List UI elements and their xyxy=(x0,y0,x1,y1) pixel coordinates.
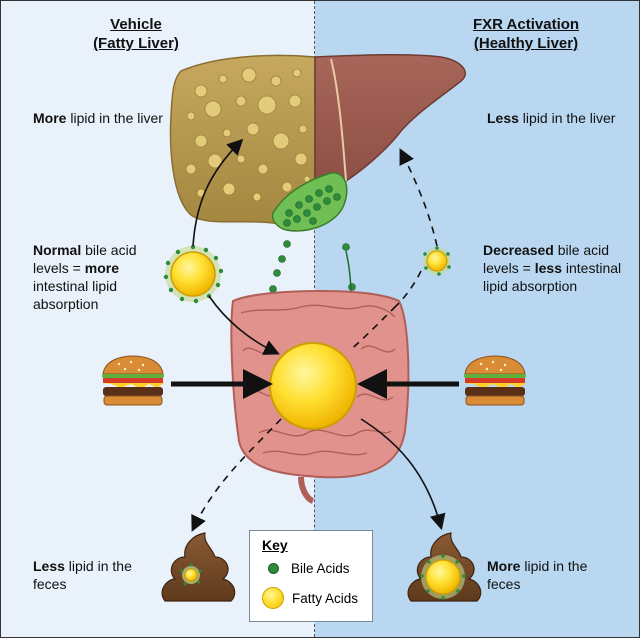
left-bile-mid: bile acid levels = xyxy=(33,242,137,276)
right-bile-rest: intestinal lipid absorption xyxy=(483,260,622,294)
central-fatty-acid-droplet-icon xyxy=(269,342,357,430)
feces-icon xyxy=(407,532,482,602)
right-liver-text: Less lipid in the liver xyxy=(487,109,617,127)
bile-acid-dot-icon xyxy=(268,563,279,574)
left-bile-text: Normal bile acid levels = more intestina… xyxy=(33,241,165,313)
left-liver-rest: lipid in the liver xyxy=(66,110,163,126)
key-row-fatty: Fatty Acids xyxy=(262,587,358,609)
right-liver-bold: Less xyxy=(487,110,519,126)
vehicle-header-line2: (Fatty Liver) xyxy=(93,35,179,52)
bile-coated-droplet-left xyxy=(163,244,224,304)
left-bile-rest: intestinal lipid absorption xyxy=(33,278,118,312)
right-feces-text: More lipid in the feces xyxy=(487,557,607,593)
fatty-acid-droplet-icon xyxy=(262,587,284,609)
key-title: Key xyxy=(262,537,288,553)
bile-coated-droplet-right xyxy=(423,246,451,276)
vehicle-header-line1: Vehicle xyxy=(110,16,162,33)
gallbladder-icon xyxy=(271,172,348,232)
left-liver-bold: More xyxy=(33,110,67,126)
left-feces-bold: Less xyxy=(33,558,65,574)
key-bile-label: Bile Acids xyxy=(291,561,350,576)
right-feces-rest: lipid in the feces xyxy=(487,558,588,592)
right-feces-bold: More xyxy=(487,558,521,574)
healthy-liver-icon xyxy=(314,53,466,203)
arrow-icon-group xyxy=(191,138,446,532)
legend-key: Key Bile Acids Fatty Acids xyxy=(249,530,373,622)
key-fatty-label: Fatty Acids xyxy=(292,590,359,606)
feces-icon xyxy=(161,532,236,602)
fxr-header: FXR Activation (Healthy Liver) xyxy=(441,15,611,53)
left-feces-rest: lipid in the feces xyxy=(33,558,132,592)
burger-icon xyxy=(102,355,164,406)
left-bile-bold2: more xyxy=(84,260,119,276)
right-bile-text: Decreased bile acid levels = less intest… xyxy=(483,241,623,295)
right-bile-mid: bile acid levels = xyxy=(483,242,610,276)
fxr-header-line2: (Healthy Liver) xyxy=(473,35,579,52)
left-liver-text: More lipid in the liver xyxy=(33,109,163,127)
right-liver-rest: lipid in the liver xyxy=(518,110,616,126)
left-feces-text: Less lipid in the feces xyxy=(33,557,153,593)
key-row-bile: Bile Acids xyxy=(262,561,350,576)
right-bile-bold1: Decreased xyxy=(483,242,554,258)
left-bile-bold1: Normal xyxy=(33,242,82,258)
vehicle-header: Vehicle (Fatty Liver) xyxy=(61,15,211,53)
burger-icon xyxy=(464,355,526,406)
fxr-header-line1: FXR Activation xyxy=(472,16,580,33)
right-bile-bold2: less xyxy=(534,260,562,276)
